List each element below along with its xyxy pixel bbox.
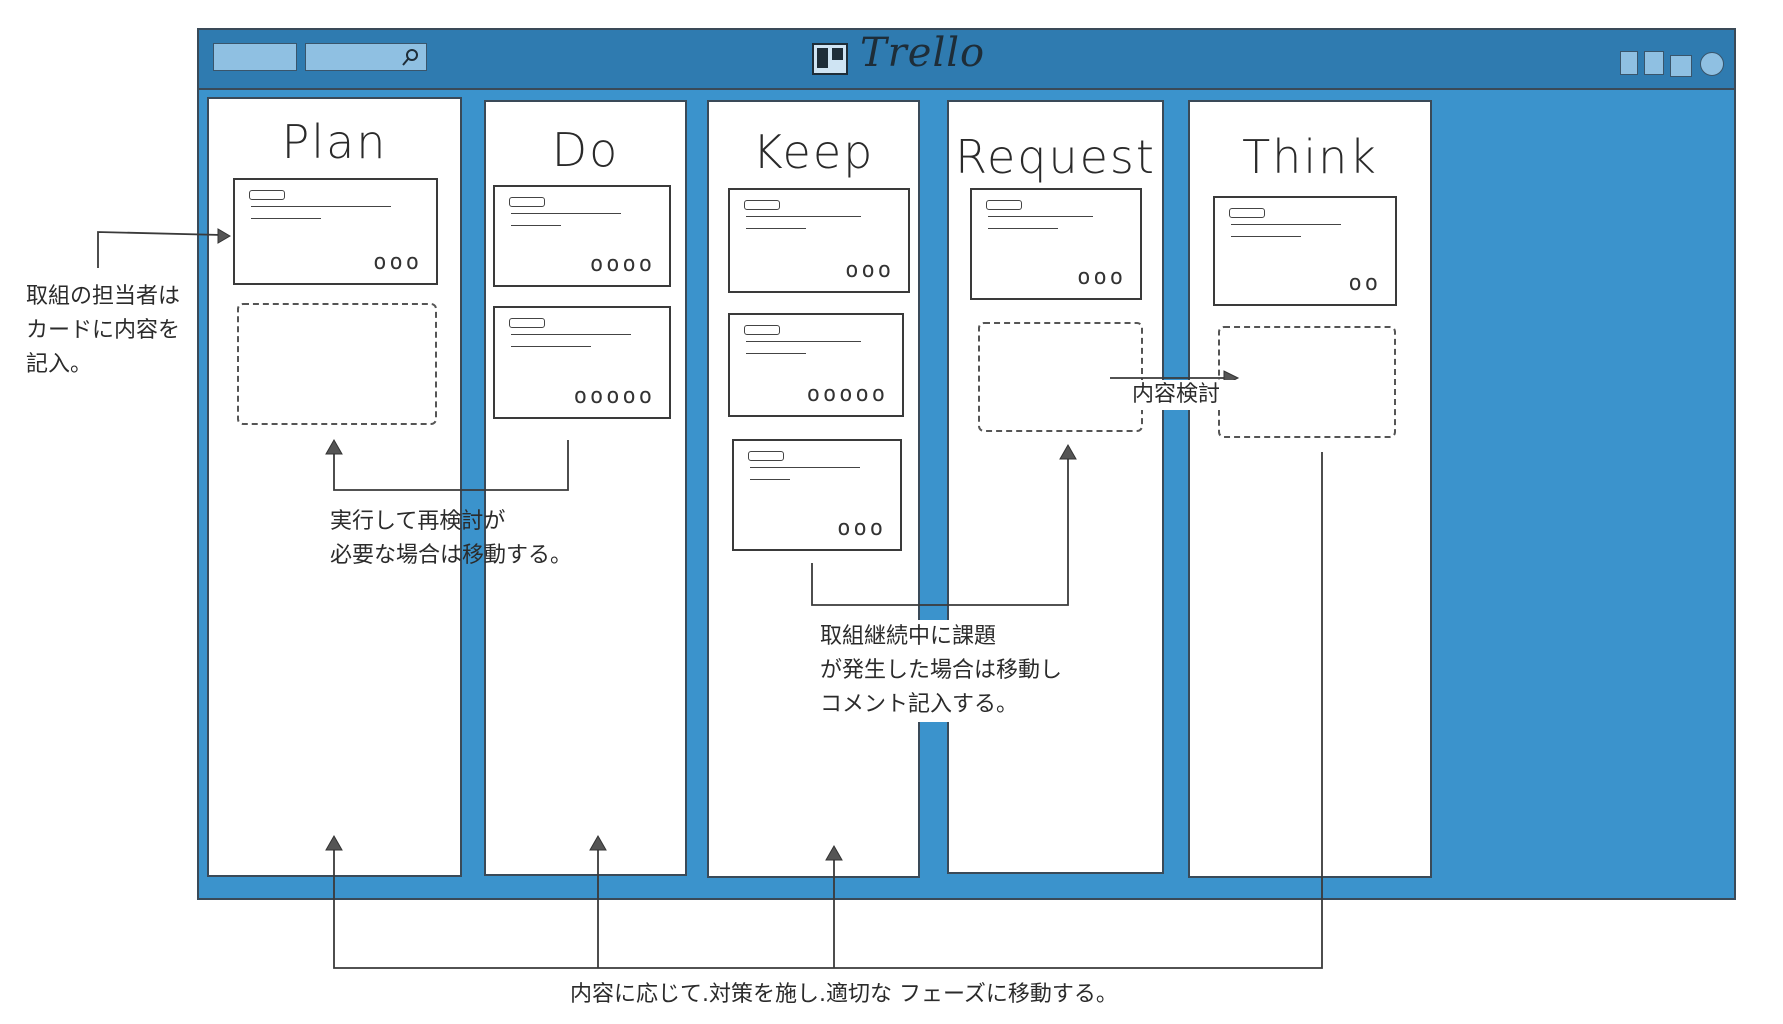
boards-button[interactable]	[213, 43, 297, 71]
card-dots: ooo	[1077, 265, 1126, 290]
card-dots: ooo	[373, 250, 422, 275]
card-dots: ooo	[837, 516, 886, 541]
card-dots: ooo	[845, 258, 894, 283]
issue-note: 取組継続中に課題 が発生した場合は移動し コメント記入する。	[820, 620, 1120, 722]
list-title-request: Request	[955, 130, 1156, 184]
bottom-note: 内容に応じて.対策を施し.適切な フェーズに移動する。	[570, 982, 1118, 1007]
card-drop-placeholder	[978, 322, 1143, 432]
card-keep-3[interactable]: ooo	[732, 439, 902, 551]
card-do-2[interactable]: ooooo	[493, 306, 671, 419]
redo-note: 実行して再検討が 必要な場合は移動する。	[330, 509, 573, 568]
card-keep-1[interactable]: ooo	[728, 188, 910, 293]
top-bar	[197, 28, 1736, 90]
info-button[interactable]	[1644, 51, 1664, 75]
card-dots: oo	[1348, 271, 1381, 296]
card-dots: ooooo	[573, 384, 655, 409]
assignee-note: 取組の担当者は カードに内容を 記入。	[26, 284, 181, 377]
card-plan-1[interactable]: ooo	[233, 178, 438, 285]
app-title: Trello	[860, 30, 986, 76]
search-icon	[402, 49, 418, 66]
avatar[interactable]	[1700, 52, 1724, 76]
list-title-plan: Plan	[281, 115, 388, 169]
card-do-1[interactable]: oooo	[493, 185, 671, 287]
list-title-do: Do	[551, 123, 620, 177]
card-dots: oooo	[590, 252, 655, 277]
card-think-1[interactable]: oo	[1213, 196, 1397, 306]
notifications-button[interactable]	[1670, 55, 1692, 77]
add-button[interactable]	[1620, 51, 1638, 75]
search-input[interactable]	[305, 43, 427, 71]
trello-logo-icon	[812, 43, 848, 75]
card-dots: ooooo	[806, 382, 888, 407]
card-request-1[interactable]: ooo	[970, 188, 1142, 300]
list-title-keep: Keep	[752, 125, 875, 179]
review-note: 内容検討	[1132, 380, 1252, 410]
list-title-think: Think	[1242, 130, 1378, 184]
card-keep-2[interactable]: ooooo	[728, 313, 904, 417]
card-drop-placeholder	[237, 303, 437, 425]
